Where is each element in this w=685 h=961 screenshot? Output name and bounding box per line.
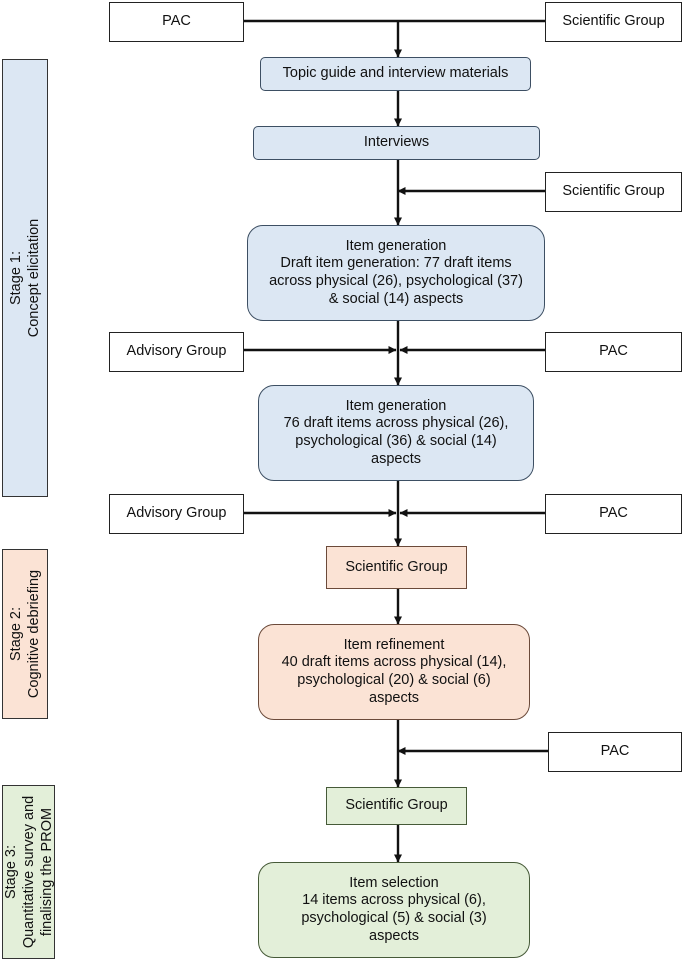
scientific-group-box-stage-2: Scientific Group: [326, 546, 467, 589]
pac-box-1: PAC: [545, 332, 682, 372]
stage-1-bar: Stage 1: Concept elicitation: [2, 59, 48, 497]
scientific-group-box-top: Scientific Group: [545, 2, 682, 42]
item-refinement-box: Item refinement 40 draft items across ph…: [258, 624, 530, 720]
pac-box-top: PAC: [109, 2, 244, 42]
item-generation-box-2: Item generation 76 draft items across ph…: [258, 385, 534, 481]
stage-2-bar: Stage 2: Cognitive debriefing: [2, 549, 48, 719]
topic-guide-box: Topic guide and interview materials: [260, 57, 531, 91]
pac-box-2: PAC: [545, 494, 682, 534]
item-generation-box-1: Item generation Draft item generation: 7…: [247, 225, 545, 321]
stage-3-label: Stage 3: Quantitative survey and finalis…: [2, 795, 55, 949]
scientific-group-box-stage-3: Scientific Group: [326, 787, 467, 825]
stage-3-bar: Stage 3: Quantitative survey and finalis…: [2, 785, 55, 959]
stage-2-label: Stage 2: Cognitive debriefing: [7, 569, 42, 699]
advisory-group-box-1: Advisory Group: [109, 332, 244, 372]
scientific-group-box-mid: Scientific Group: [545, 172, 682, 212]
item-selection-box: Item selection 14 items across physical …: [258, 862, 530, 958]
pac-box-3: PAC: [548, 732, 682, 772]
interviews-box: Interviews: [253, 126, 540, 160]
stage-1-label: Stage 1: Concept elicitation: [7, 218, 42, 338]
advisory-group-box-2: Advisory Group: [109, 494, 244, 534]
